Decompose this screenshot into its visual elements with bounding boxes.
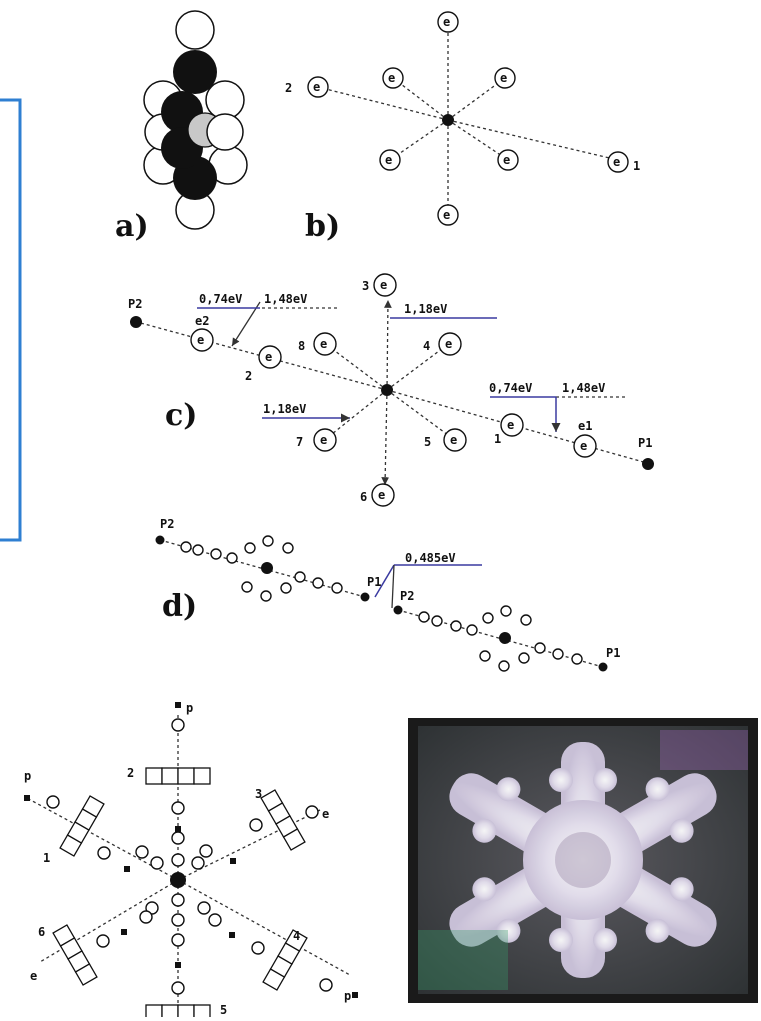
panel-c-number-5: 5: [424, 435, 431, 449]
panel-c-electron-e2: e: [190, 328, 214, 352]
panel-c-e1-label: e1: [578, 419, 592, 433]
svg-text:e: e: [313, 80, 320, 94]
panel-e-proton-left: p: [24, 769, 31, 783]
panel-c-energy-mid: 1,18eV: [263, 402, 306, 416]
svg-text:e: e: [500, 71, 507, 85]
panel-a-label: a): [115, 209, 149, 244]
panel-c-electron-3: e: [373, 273, 397, 297]
panel-c-electron-1: e: [500, 413, 524, 437]
panel-c-label: c): [165, 398, 197, 433]
panel-e-arm-6: 6: [38, 925, 45, 939]
svg-text:e: e: [450, 433, 457, 447]
svg-text:e: e: [265, 350, 272, 364]
svg-text:e: e: [320, 337, 327, 351]
panel-e-arm-4: 4: [293, 929, 300, 943]
snowflake-photo: [408, 718, 758, 1003]
panel-c-proton-right: P1: [638, 436, 652, 450]
panel-b-electron-right: e: [607, 151, 629, 173]
panel-c-electron-8: e: [313, 332, 337, 356]
svg-text:e: e: [385, 153, 392, 167]
svg-text:e: e: [388, 71, 395, 85]
svg-text:e: e: [378, 488, 385, 502]
panel-b-electron-left: e: [307, 76, 329, 98]
panel-b-electron-top: e: [437, 11, 459, 33]
panel-e-structure: [24, 702, 358, 1021]
panel-e-electron-left: e: [30, 969, 37, 983]
panel-d-chain: [155, 535, 608, 672]
panel-c-electron-5: e: [443, 428, 467, 452]
panel-e-proton-top: p: [186, 701, 193, 715]
panel-c-electron-2: e: [258, 345, 282, 369]
panel-b-number-1: 1: [633, 159, 640, 173]
panel-c-proton-left: P2: [128, 297, 142, 311]
panel-c-electron-6: e: [371, 483, 395, 507]
panel-b-label: b): [305, 209, 340, 244]
panel-b-electron-upper-right: e: [494, 67, 516, 89]
panel-b-star: [317, 28, 619, 210]
panel-b-electron-lower-right: e: [497, 149, 519, 171]
panel-b-electron-upper-left: e: [382, 67, 404, 89]
panel-e-arm-5: 5: [220, 1003, 227, 1017]
svg-text:e: e: [445, 337, 452, 351]
panel-b-electron-lower-left: e: [379, 149, 401, 171]
panel-c-energy-right-2: 1,48eV: [562, 381, 605, 395]
panel-c-number-4: 4: [423, 339, 430, 353]
panel-c-energy-left-2: 1,48eV: [264, 292, 307, 306]
panel-c-electron-4: e: [438, 332, 462, 356]
svg-text:e: e: [380, 278, 387, 292]
panel-e-arm-1: 1: [43, 851, 50, 865]
panel-c-number-7: 7: [296, 435, 303, 449]
frame-bracket: [0, 98, 22, 542]
panel-c-number-2: 2: [245, 369, 252, 383]
panel-e-arm-3: 3: [255, 787, 262, 801]
panel-d-proton-p2-mid: P2: [400, 589, 414, 603]
panel-e-arm-2: 2: [127, 766, 134, 780]
panel-c-number-6: 6: [360, 490, 367, 504]
panel-c-e2-label: e2: [195, 314, 209, 328]
panel-d-proton-p2-left: P2: [160, 517, 174, 531]
panel-d-proton-p1-mid: P1: [367, 575, 381, 589]
svg-text:e: e: [507, 418, 514, 432]
svg-text:e: e: [503, 153, 510, 167]
panel-c-number-3: 3: [362, 279, 369, 293]
panel-c-number-8: 8: [298, 339, 305, 353]
svg-text:e: e: [443, 15, 450, 29]
panel-c-lines: [130, 299, 654, 486]
panel-d-proton-p1-right: P1: [606, 646, 620, 660]
svg-text:e: e: [197, 333, 204, 347]
panel-c-energy-left-1: 0,74eV: [199, 292, 242, 306]
panel-c-energy-top: 1,18eV: [404, 302, 447, 316]
panel-c-number-1: 1: [494, 432, 501, 446]
panel-d-energy: 0,485eV: [405, 551, 456, 565]
panel-b-number-2: 2: [285, 81, 292, 95]
svg-text:e: e: [443, 208, 450, 222]
panel-d-label: d): [162, 589, 197, 624]
panel-c-electron-e1: e: [573, 434, 597, 458]
panel-b-electron-bottom: e: [437, 204, 459, 226]
svg-text:e: e: [320, 433, 327, 447]
panel-e-electron-right: e: [322, 807, 329, 821]
panel-c-electron-7: e: [313, 428, 337, 452]
svg-text:e: e: [613, 155, 620, 169]
svg-text:e: e: [580, 439, 587, 453]
panel-c-energy-right-1: 0,74eV: [489, 381, 532, 395]
panel-e-proton-bottom-right: p: [344, 989, 351, 1003]
panel-a-molecule: [143, 10, 248, 230]
